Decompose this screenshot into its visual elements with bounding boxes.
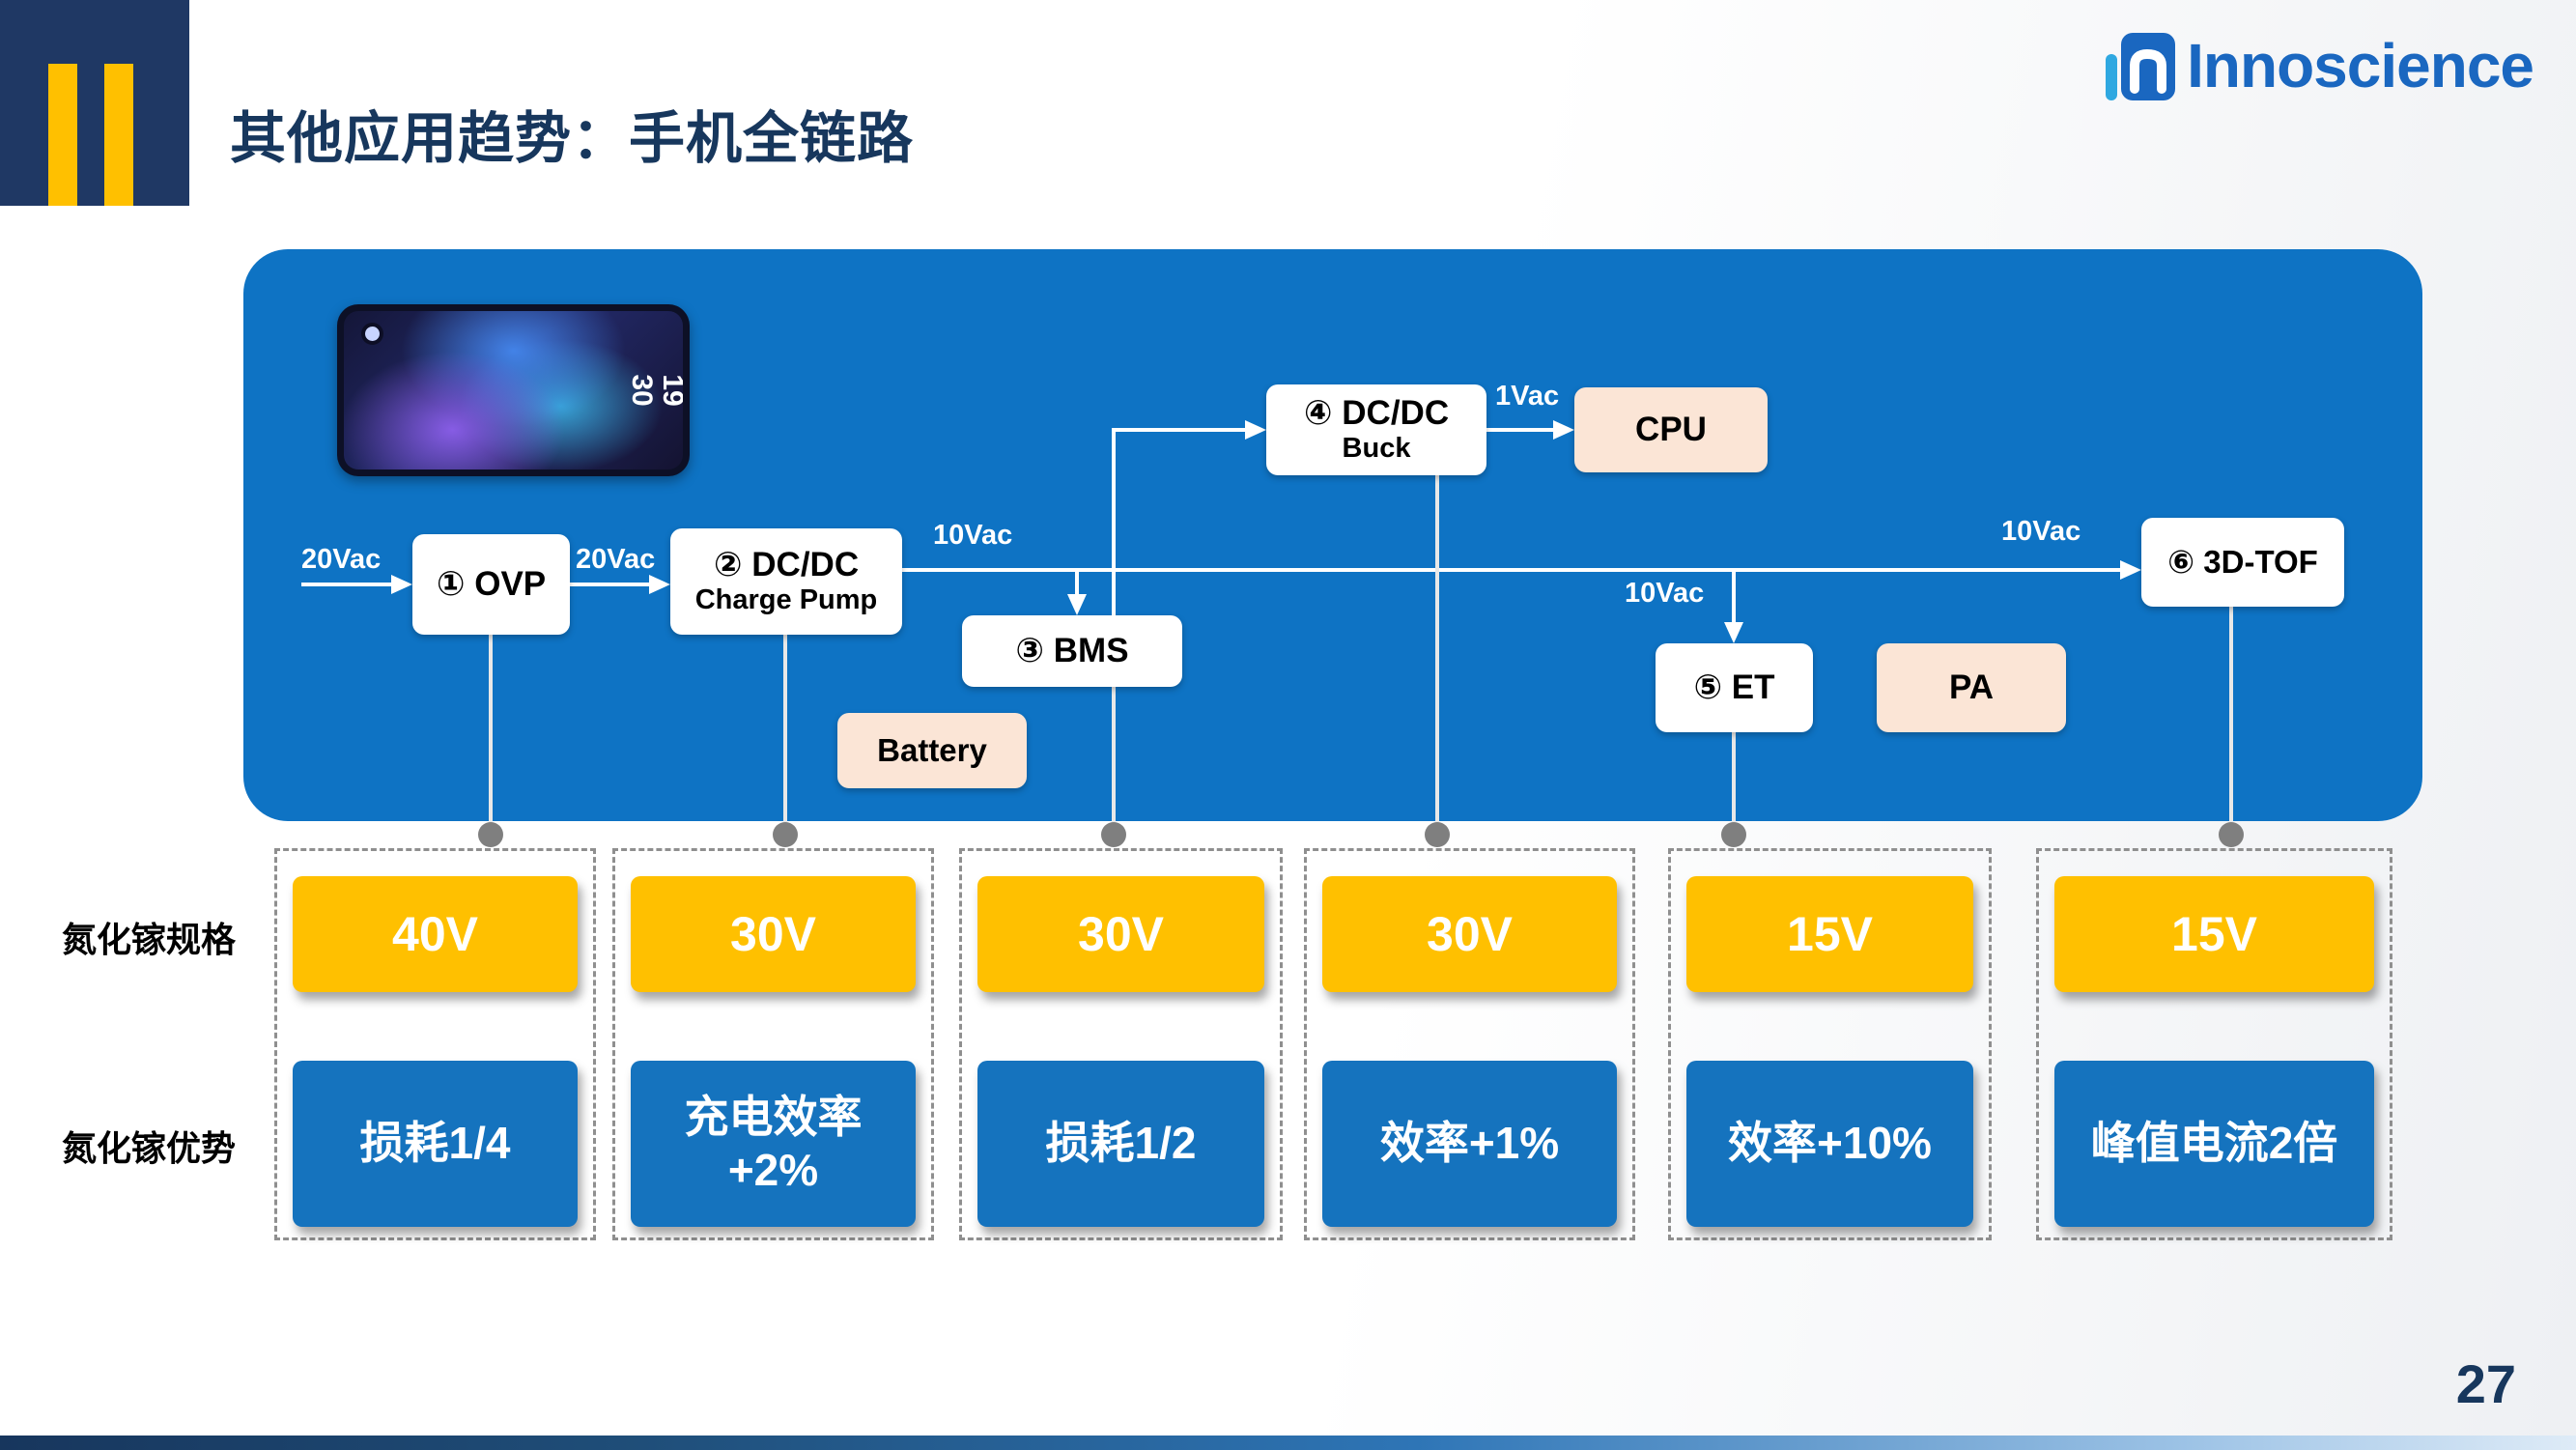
node-ovp: ① OVP xyxy=(412,534,570,635)
corner-stripe xyxy=(48,64,77,206)
advantage-value: 充电效率 +2% xyxy=(631,1061,916,1227)
label-ovp-out-20vac: 20Vac xyxy=(576,544,656,575)
advantage-value: 损耗1/4 xyxy=(293,1061,578,1227)
gan-column-3: 30V 损耗1/2 xyxy=(959,848,1283,1240)
phone-image: 19 30 xyxy=(337,304,690,476)
spec-value: 30V xyxy=(977,876,1264,992)
page-number: 27 xyxy=(2455,1353,2516,1414)
phone-screen: 19 30 xyxy=(344,311,683,469)
row-label-gan-advantage: 氮化镓优势 xyxy=(62,1128,237,1168)
node-pa: PA xyxy=(1877,643,2066,732)
row-label-gan-spec: 氮化镓规格 xyxy=(62,920,237,959)
advantage-value: 峰值电流2倍 xyxy=(2054,1061,2374,1227)
label-input-20vac: 20Vac xyxy=(301,544,382,575)
phone-clock: 19 30 xyxy=(626,374,683,407)
gan-column-5: 15V 效率+10% xyxy=(1668,848,1992,1240)
company-logo: Innoscience xyxy=(2104,25,2534,106)
advantage-value: 效率+10% xyxy=(1686,1061,1973,1227)
advantage-value: 效率+1% xyxy=(1322,1061,1617,1227)
node-cpu: CPU xyxy=(1574,387,1768,472)
corner-stripe xyxy=(104,64,133,206)
gan-column-1: 40V 损耗1/4 xyxy=(274,848,596,1240)
label-et-in-10vac: 10Vac xyxy=(1625,578,1705,609)
logo-text: Innoscience xyxy=(2187,31,2534,100)
spec-value: 30V xyxy=(1322,876,1617,992)
corner-decoration xyxy=(0,0,189,206)
gan-column-2: 30V 充电效率 +2% xyxy=(612,848,934,1240)
spec-value: 15V xyxy=(1686,876,1973,992)
node-charge-pump: ② DC/DC Charge Pump xyxy=(670,528,902,635)
gan-column-6: 15V 峰值电流2倍 xyxy=(2036,848,2392,1240)
node-battery: Battery xyxy=(837,713,1027,788)
page-title: 其他应用趋势：手机全链路 xyxy=(230,107,915,170)
label-cp-out-10vac: 10Vac xyxy=(933,520,1013,551)
label-tof-in-10vac: 10Vac xyxy=(2001,516,2081,547)
spec-value: 40V xyxy=(293,876,578,992)
label-buck-out-1vac: 1Vac xyxy=(1495,381,1560,412)
gan-column-4: 30V 效率+1% xyxy=(1304,848,1635,1240)
advantage-value: 损耗1/2 xyxy=(977,1061,1264,1227)
node-dcdc-buck: ④ DC/DC Buck xyxy=(1266,384,1486,475)
node-bms: ③ BMS xyxy=(962,615,1182,687)
phone-camera-icon xyxy=(365,327,380,341)
footer-bar xyxy=(0,1436,2576,1450)
spec-value: 15V xyxy=(2054,876,2374,992)
spec-value: 30V xyxy=(631,876,916,992)
node-et: ⑤ ET xyxy=(1656,643,1813,732)
innoscience-logo-icon xyxy=(2106,33,2176,100)
node-3d-tof: ⑥ 3D-TOF xyxy=(2141,518,2344,607)
